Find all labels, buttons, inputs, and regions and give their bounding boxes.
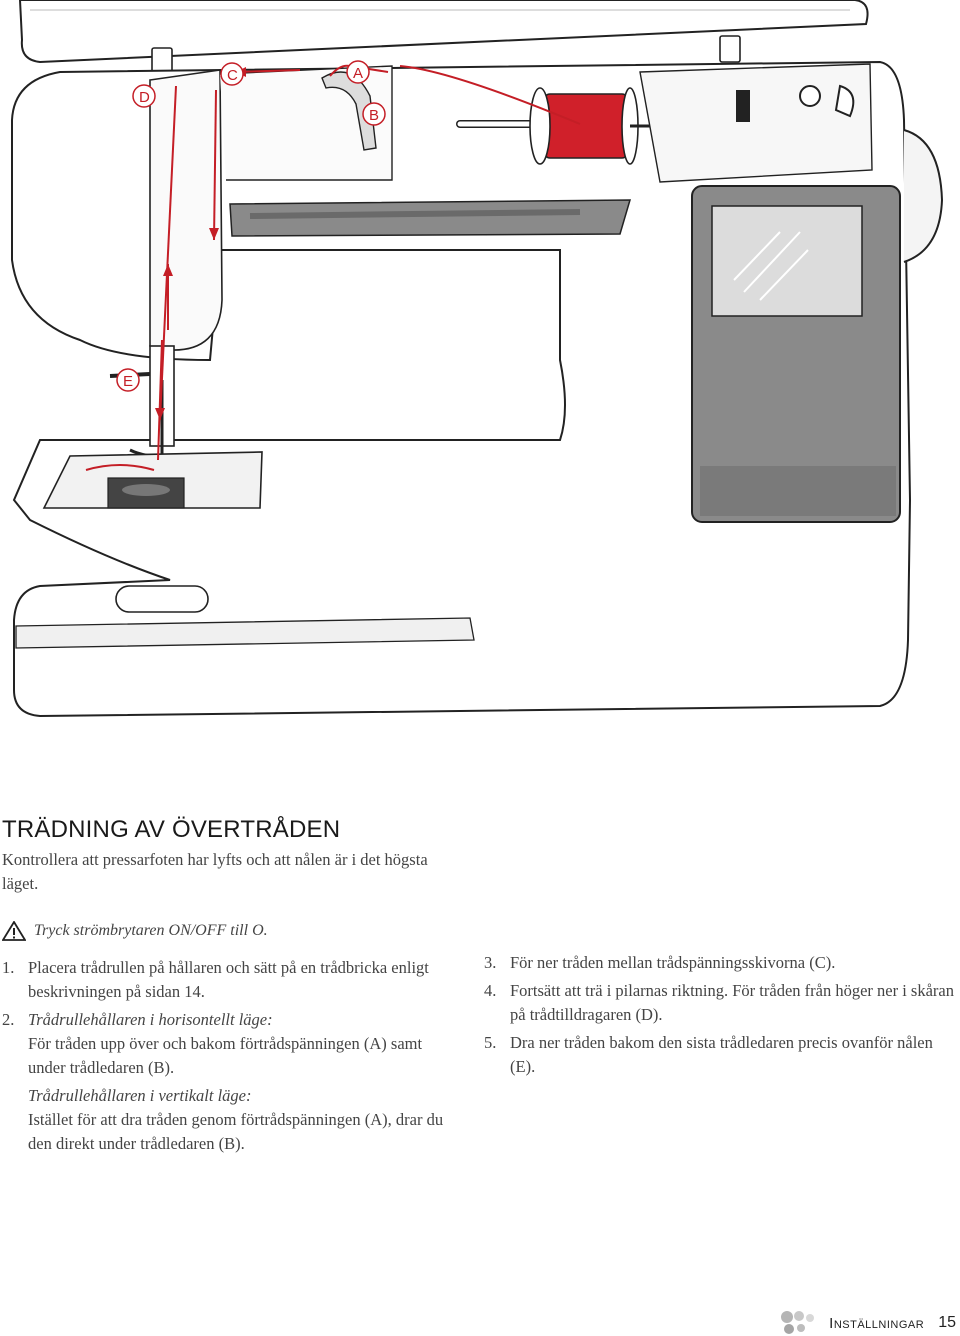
step-5: 5. Dra ner tråden bakom den sista trådle…	[484, 1031, 954, 1079]
step-text: Fortsätt att trä i pilarnas riktning. Fö…	[510, 981, 954, 1024]
page-footer: Inställningar 15	[779, 1310, 956, 1336]
page-number: 15	[938, 1314, 956, 1331]
step-3: 3. För ner tråden mellan trådspänningssk…	[484, 951, 954, 975]
svg-text:E: E	[123, 373, 133, 390]
footer-section-title: Inställningar	[829, 1314, 925, 1332]
svg-text:D: D	[139, 89, 150, 106]
display-screen	[711, 205, 863, 317]
callout-a	[346, 60, 370, 84]
callout-d	[132, 84, 156, 108]
intro-text: Kontrollera att pressarfoten har lyfts o…	[2, 850, 428, 893]
vertical-spool-note: Trådrullehållaren i vertikalt läge: Istä…	[2, 1084, 452, 1156]
note-subheading: Trådrullehållaren i vertikalt läge:	[28, 1086, 252, 1105]
dots-logo-icon	[781, 1311, 815, 1334]
warning-triangle-icon	[2, 921, 26, 941]
svg-text:C: C	[227, 67, 238, 84]
step-number: 5.	[484, 1033, 497, 1052]
page-title: TRÄDNING AV ÖVERTRÅDEN	[2, 816, 341, 843]
svg-text:B: B	[369, 107, 379, 124]
warning-note: Tryck strömbrytaren ON/OFF till O.	[2, 920, 268, 942]
steps-right-column: 3. För ner tråden mellan trådspänningssk…	[484, 951, 954, 1083]
callout-b	[362, 102, 386, 126]
sewing-machine-illustration: A B C D E	[11, 0, 944, 718]
note-text: Istället för att dra tråden genom förtrå…	[28, 1110, 444, 1153]
steps-left-column: 1. Placera trådrullen på hållaren och sä…	[2, 956, 452, 1156]
step-number: 2.	[2, 1010, 15, 1029]
warning-text: Tryck strömbrytaren ON/OFF till O.	[34, 922, 268, 939]
step-number: 4.	[484, 981, 497, 1000]
step-number: 1.	[2, 958, 15, 977]
step-text: Placera trådrullen på hållaren och sätt …	[28, 958, 429, 1001]
machine-lid	[18, 0, 869, 64]
callout-e	[116, 368, 140, 392]
step-4: 4. Fortsätt att trä i pilarnas riktning.…	[484, 979, 954, 1027]
step-2: 2. Trådrullehållaren i horisontellt läge…	[2, 1008, 452, 1080]
thread-path	[85, 64, 581, 471]
step-text: För ner tråden mellan trådspänningsskivo…	[510, 953, 836, 972]
step-text: Dra ner tråden bakom den sista trådledar…	[510, 1033, 933, 1076]
thread-spool	[543, 93, 629, 159]
svg-text:A: A	[353, 65, 363, 82]
callout-c	[220, 62, 244, 86]
step-subheading: Trådrullehållaren i horisontellt läge:	[28, 1010, 273, 1029]
step-number: 3.	[484, 953, 497, 972]
step-text: För tråden upp över och bakom förtrådspä…	[28, 1034, 423, 1077]
step-1: 1. Placera trådrullen på hållaren och sä…	[2, 956, 452, 1004]
